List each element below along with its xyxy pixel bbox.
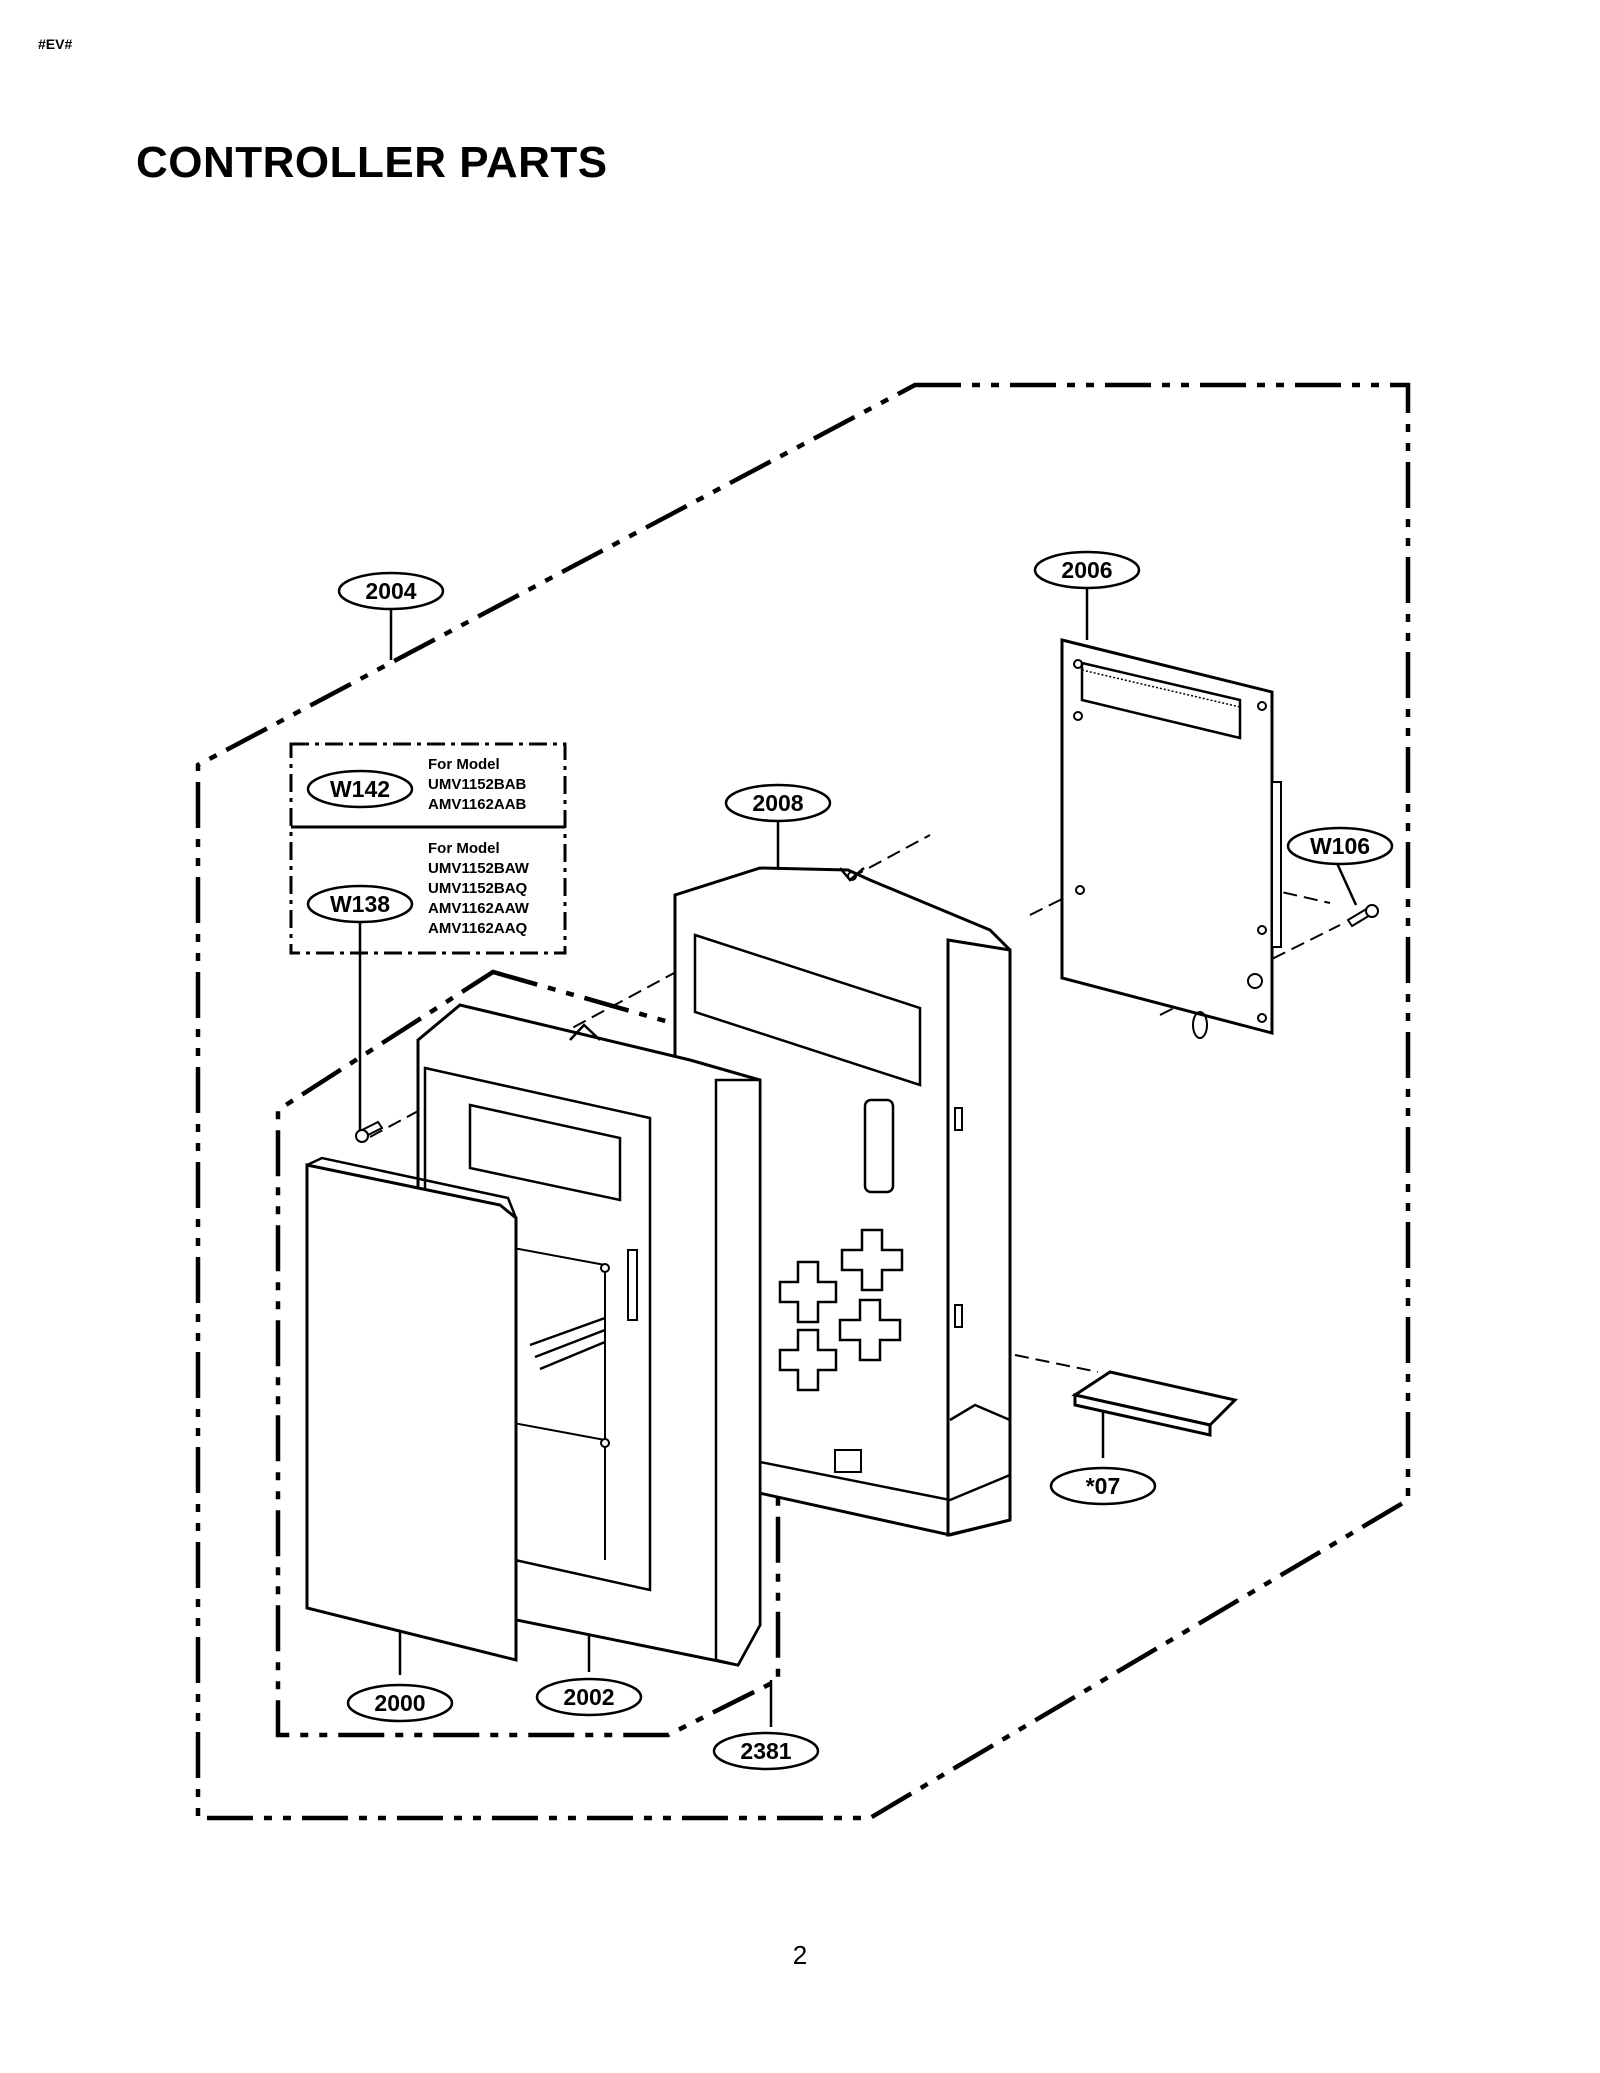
svg-text:For Model: For Model — [428, 756, 500, 773]
svg-text:2381: 2381 — [740, 1738, 791, 1764]
part-2006-pcb — [1060, 638, 1282, 1039]
svg-text:2000: 2000 — [374, 1690, 425, 1716]
callout-2002: 2002 — [535, 1677, 643, 1717]
svg-text:W106: W106 — [1310, 833, 1370, 859]
svg-text:2004: 2004 — [365, 578, 416, 604]
callout-2381: 2381 — [712, 1731, 820, 1771]
model-note-w138: For Model UMV1152BAW UMV1152BAQ AMV1162A… — [428, 840, 530, 937]
callout-W106: W106 — [1286, 826, 1394, 866]
callout-W138: W138 — [306, 884, 414, 924]
leader-lines — [358, 585, 1358, 1727]
part-2000-front-cover — [305, 1156, 518, 1662]
svg-text:UMV1152BAW: UMV1152BAW — [428, 860, 530, 877]
svg-text:For Model: For Model — [428, 840, 500, 857]
assembly-boundary-2004 — [195, 382, 1411, 1821]
callout-2004: 2004 — [337, 571, 445, 611]
svg-text:W142: W142 — [330, 776, 390, 802]
svg-text:*07: *07 — [1086, 1473, 1121, 1499]
page-title: CONTROLLER PARTS — [136, 138, 608, 187]
svg-text:2008: 2008 — [752, 790, 803, 816]
part-W106-screw — [1346, 904, 1379, 928]
document-code: #EV# — [38, 36, 73, 52]
svg-text:W138: W138 — [330, 891, 390, 917]
svg-text:AMV1162AAQ: AMV1162AAQ — [428, 920, 528, 937]
callout-2006: 2006 — [1033, 550, 1141, 590]
svg-text:UMV1152BAQ: UMV1152BAQ — [428, 880, 528, 897]
model-note-w142: For Model UMV1152BAB AMV1162AAB — [428, 756, 527, 813]
callout-2000: 2000 — [346, 1683, 454, 1723]
svg-text:2006: 2006 — [1061, 557, 1112, 583]
callout-07: *07 — [1049, 1466, 1157, 1506]
callout-2008: 2008 — [724, 783, 832, 823]
part-W138-screw — [355, 1120, 384, 1143]
svg-text:UMV1152BAB: UMV1152BAB — [428, 776, 527, 793]
callout-W142: W142 — [306, 769, 414, 809]
svg-text:AMV1162AAB: AMV1162AAB — [428, 796, 527, 813]
page-number: 2 — [792, 1940, 808, 1970]
svg-text:AMV1162AAW: AMV1162AAW — [428, 900, 530, 917]
svg-text:2002: 2002 — [563, 1684, 614, 1710]
part-07-connector — [1071, 1370, 1238, 1437]
model-note-box — [289, 742, 567, 955]
